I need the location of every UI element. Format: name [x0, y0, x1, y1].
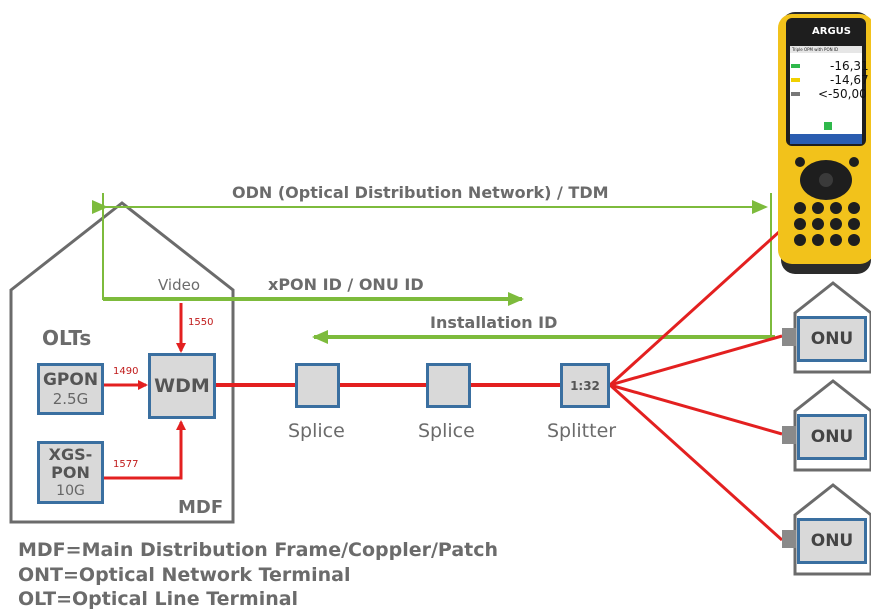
onu-3: ONU	[797, 518, 867, 564]
xgspon-wavelength: 1577	[113, 459, 139, 470]
xgspon-name-line2: PON	[51, 462, 90, 482]
legend-ont: ONT=Optical Network Terminal	[18, 564, 351, 586]
device-brand: ARGUS	[812, 26, 851, 37]
argus-device	[778, 12, 871, 274]
splice-1-label: Splice	[288, 420, 345, 442]
xgspon-rate: 10G	[56, 482, 85, 499]
fiber-to-onu2	[609, 383, 783, 436]
fiber-to-onu3	[608, 383, 784, 542]
wdm-box: WDM	[148, 353, 216, 419]
odn-label: ODN (Optical Distribution Network) / TDM	[232, 183, 609, 202]
onu-1: ONU	[797, 316, 867, 362]
onu-3-port	[782, 530, 796, 548]
wdm-label: WDM	[154, 375, 210, 397]
splitter-ratio: 1:32	[570, 378, 600, 393]
splice-1-box	[295, 363, 340, 408]
onu-1-label: ONU	[810, 329, 854, 349]
gpon-wavelength: 1490	[113, 366, 139, 377]
device-reading-2: -14,67	[830, 73, 869, 87]
gpon-name: GPON	[42, 370, 99, 390]
video-wavelength: 1550	[188, 317, 214, 328]
legend-mdf: MDF=Main Distribution Frame/Coppler/Patc…	[18, 539, 499, 561]
olts-label: OLTs	[42, 326, 92, 350]
splitter-box: 1:32	[560, 363, 610, 408]
onu-1-port	[782, 328, 796, 346]
gpon-rate: 2.5G	[52, 390, 89, 408]
onu-2: ONU	[797, 414, 867, 460]
device-reading-1: -16,31	[830, 59, 869, 73]
onu-3-label: ONU	[810, 531, 854, 551]
device-reading-3: <-50,00	[818, 87, 867, 101]
mdf-label: MDF	[178, 497, 224, 518]
xpon-id-label: xPON ID / ONU ID	[268, 275, 424, 294]
splitter-label: Splitter	[547, 420, 617, 442]
xgspon-name-line1: XGS-	[48, 444, 93, 464]
fiber-xgspon	[104, 420, 186, 480]
splice-2-label: Splice	[418, 420, 475, 442]
device-screen-title: Triple OPM with PON ID	[792, 47, 839, 52]
video-label: Video	[158, 276, 201, 294]
fiber-to-device	[608, 220, 792, 387]
gpon-olt: GPON 2.5G	[37, 363, 104, 415]
onu-2-label: ONU	[810, 427, 854, 447]
installation-id-label: Installation ID	[430, 313, 558, 332]
xgspon-olt: XGS- PON 10G	[37, 441, 104, 504]
legend-olt: OLT=Optical Line Terminal	[18, 588, 299, 610]
onu-2-port	[782, 426, 796, 444]
fiber-to-onu1	[609, 334, 783, 387]
splice-2-box	[426, 363, 471, 408]
